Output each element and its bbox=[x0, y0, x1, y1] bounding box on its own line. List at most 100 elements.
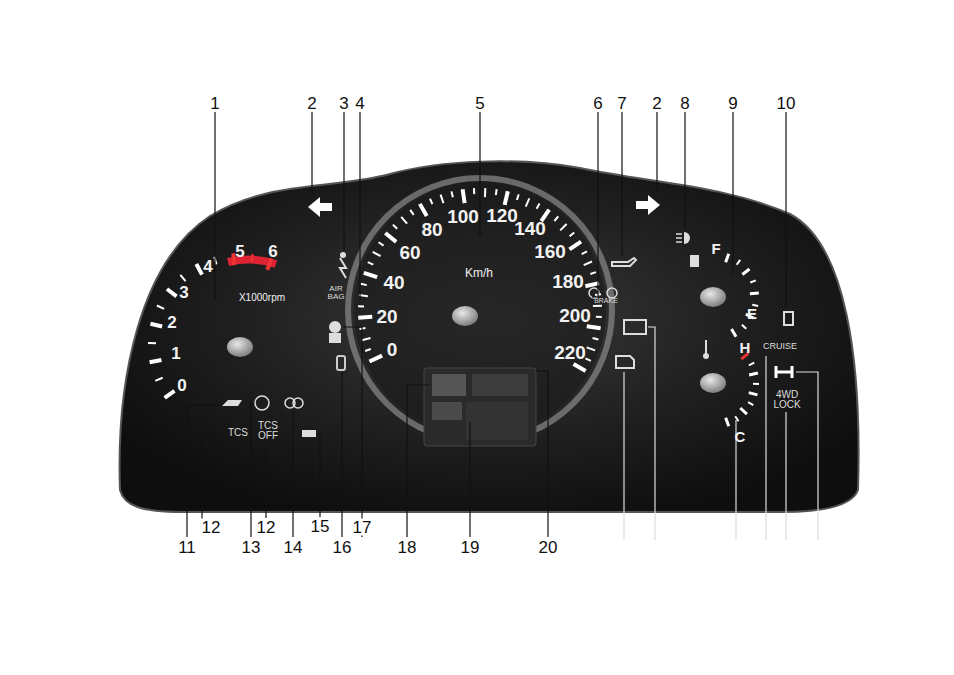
dial-label: 80 bbox=[421, 220, 442, 239]
callout-number: 2 bbox=[305, 95, 318, 112]
gauge-tick bbox=[157, 306, 164, 309]
gauge-tick bbox=[401, 217, 407, 224]
callout-number: 4 bbox=[353, 95, 366, 112]
callout-number: 6 bbox=[591, 95, 604, 112]
gauge-tick bbox=[596, 316, 602, 318]
gauge-tick bbox=[385, 233, 396, 242]
dial-label: 100 bbox=[447, 207, 479, 226]
gauge-tick bbox=[373, 252, 381, 256]
gauge-tick bbox=[750, 280, 756, 282]
gauge-tick bbox=[554, 216, 558, 221]
dial-label: AIR BAG bbox=[323, 285, 349, 301]
gauge-tick bbox=[585, 358, 590, 361]
dial-label: 60 bbox=[399, 243, 420, 262]
gauge-tick bbox=[267, 259, 271, 270]
gauge-tick bbox=[451, 191, 452, 197]
gauge-tick bbox=[420, 204, 427, 216]
dial-label: 4 bbox=[203, 258, 212, 275]
gauge-tick bbox=[365, 349, 371, 351]
gauge-tick bbox=[585, 283, 599, 286]
gauge-tick bbox=[537, 204, 540, 209]
dial-label: 200 bbox=[559, 306, 591, 325]
gauge-tick bbox=[590, 272, 596, 274]
gauge-tick bbox=[749, 363, 754, 366]
callout-number: 13 bbox=[240, 539, 263, 556]
dial-label: C bbox=[735, 429, 746, 444]
callout-number: 19 bbox=[459, 539, 482, 556]
callout-number: 7 bbox=[615, 95, 628, 112]
gauge-tick bbox=[441, 195, 444, 204]
gauge-tick bbox=[740, 408, 747, 414]
gauge-tick bbox=[505, 191, 508, 205]
callout-number: 11 bbox=[176, 539, 198, 556]
dial-label: 0 bbox=[387, 340, 398, 359]
gauge-tick bbox=[165, 391, 175, 398]
gauge-tick bbox=[362, 338, 371, 340]
gauge-tick bbox=[393, 225, 397, 229]
gauge-tick bbox=[361, 284, 367, 285]
gauge-tick bbox=[748, 402, 753, 405]
dial-label: TCS OFF bbox=[255, 421, 281, 441]
dial-label: X1000rpm bbox=[239, 293, 285, 303]
gauge-tick bbox=[369, 356, 382, 362]
gauge-tick bbox=[379, 242, 384, 245]
callout-number: 3 bbox=[337, 95, 350, 112]
gauge-tick bbox=[584, 262, 592, 266]
gauge-tick bbox=[593, 338, 599, 339]
callout-number: 20 bbox=[537, 539, 560, 556]
gauge-tick bbox=[368, 262, 374, 264]
gauge-tick bbox=[753, 383, 759, 385]
gauge-tick bbox=[737, 260, 741, 265]
callout-number: 5 bbox=[473, 95, 486, 112]
gauge-tick bbox=[358, 305, 364, 307]
dial-label: 5 bbox=[235, 243, 244, 260]
dial-label: 6 bbox=[268, 243, 277, 260]
gauge-tick bbox=[517, 194, 519, 200]
callout-number: 10 bbox=[775, 95, 798, 112]
dial-label: 4WD LOCK bbox=[772, 390, 802, 410]
gauge-tick bbox=[570, 233, 575, 237]
callout-number: 12 bbox=[255, 519, 278, 536]
dial-label: TCS bbox=[228, 428, 248, 438]
callout-number: 1 bbox=[208, 95, 221, 112]
callout-number: 8 bbox=[678, 95, 691, 112]
gauge-tick bbox=[180, 275, 185, 281]
gauge-tick bbox=[252, 254, 253, 262]
dial-label: CRUISE bbox=[763, 342, 797, 351]
dial-label: H bbox=[740, 340, 751, 355]
callout-number: 12 bbox=[200, 519, 223, 536]
gauge-tick bbox=[569, 242, 581, 250]
gauge-tick bbox=[364, 273, 377, 277]
dial-label: 120 bbox=[486, 206, 518, 225]
callout-number: 2 bbox=[650, 95, 663, 112]
callout-number: 17 bbox=[351, 519, 374, 536]
dial-label: 1 bbox=[171, 345, 180, 362]
dial-label: 2 bbox=[167, 314, 176, 331]
gauge-tick bbox=[587, 347, 595, 350]
gauge-tick bbox=[732, 329, 737, 337]
gauge-tick bbox=[410, 210, 413, 215]
dial-label: 20 bbox=[376, 307, 397, 326]
gauge-tick bbox=[593, 305, 602, 307]
callout-number: 14 bbox=[282, 539, 305, 556]
gauge-tick bbox=[155, 378, 162, 381]
gauge-tick bbox=[560, 224, 566, 230]
gauge-tick bbox=[742, 269, 749, 274]
gauge-tick bbox=[587, 326, 601, 328]
gauge-tick bbox=[463, 189, 465, 203]
dial-label: 220 bbox=[554, 343, 586, 362]
gauge-tick bbox=[582, 251, 587, 254]
dial-label: F bbox=[711, 241, 720, 256]
gauge-tick bbox=[167, 289, 177, 296]
dial-label: Km/h bbox=[465, 267, 493, 279]
dial-label: 180 bbox=[552, 272, 584, 291]
dial-label: E bbox=[747, 306, 757, 321]
gauge-tick bbox=[742, 325, 746, 329]
gauge-tick bbox=[430, 199, 432, 204]
gauge-tick bbox=[196, 264, 202, 275]
gauge-tick bbox=[148, 342, 156, 344]
gauge-tick bbox=[358, 315, 372, 320]
callout-number: 16 bbox=[331, 539, 354, 556]
dial-label: 0 bbox=[177, 377, 186, 394]
